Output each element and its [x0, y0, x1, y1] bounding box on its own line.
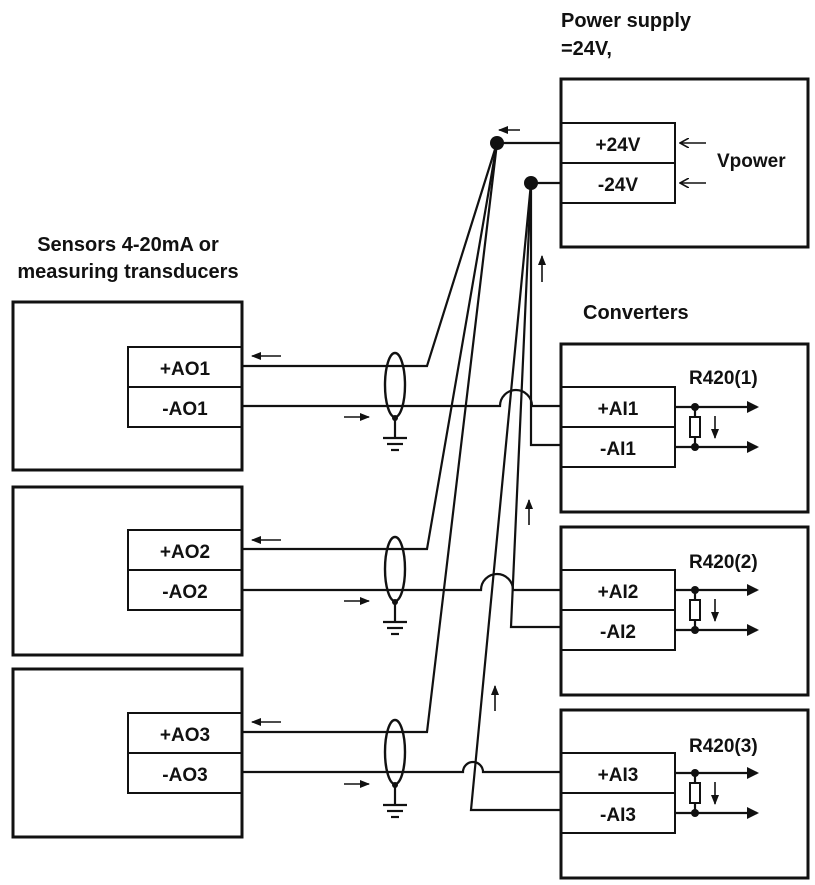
converter-name-r420-1: R420(1): [689, 368, 758, 389]
sensor-1: +AO1 -AO1: [11, 300, 244, 472]
signal-wiring: [242, 388, 561, 774]
wire-ao1-to-ai1: [242, 388, 561, 408]
shunt-resistor-icon: [689, 782, 701, 804]
output-pair-1: [675, 401, 759, 453]
wire-plus-ao1: [242, 142, 499, 368]
output-pair-3: [675, 767, 759, 819]
converters: Converters +AI1 -AI1 R420(1) +AI2 -AI2 R…: [559, 302, 810, 880]
cable-shield: [383, 535, 407, 603]
output-pair-2: [675, 584, 759, 636]
cable-shield: [383, 718, 407, 786]
terminal-plus-ao1: +AO1: [160, 359, 211, 380]
shield-ground-2: [383, 535, 407, 636]
terminal-plus-ao2: +AO2: [160, 542, 210, 563]
terminal-minus-ai2: -AI2: [600, 622, 636, 643]
terminal-plus24v: +24V: [596, 135, 641, 156]
terminal-minus-ao2: -AO2: [162, 582, 207, 603]
terminal-minus-ai1: -AI1: [600, 439, 636, 460]
converter-name-r420-3: R420(3): [689, 736, 758, 757]
terminal-plus-ai1: +AI1: [598, 399, 639, 420]
sensors-title: Sensors 4-20mA or: [37, 234, 219, 256]
wire-ao2-to-ai2: [242, 572, 561, 592]
converter-name-r420-2: R420(2): [689, 552, 758, 573]
converter-outputs: [675, 401, 759, 819]
power-supply: Power supply =24V, +24V -24V Vpower: [559, 10, 810, 249]
terminal-plus-ai3: +AI3: [598, 765, 639, 786]
terminal-minus-ao3: -AO3: [162, 765, 207, 786]
shunt-resistor-icon: [689, 599, 701, 621]
wire-minus-ai2: [509, 182, 561, 629]
converter-1: +AI1 -AI1 R420(1): [559, 342, 810, 514]
shield-ground-3: [383, 718, 407, 819]
cable-shield: [383, 351, 407, 419]
wire-ao3-to-ai3: [242, 760, 561, 774]
sensor-3: +AO3 -AO3: [11, 667, 244, 839]
sensors: Sensors 4-20mA or measuring transducers …: [11, 234, 244, 839]
shield-ground-1: [383, 351, 407, 452]
wire-plus-ao3: [242, 142, 499, 734]
sensor-2: +AO2 -AO2: [11, 485, 244, 657]
current-direction-arrows: [251, 126, 546, 788]
terminal-minus-ao1: -AO1: [162, 399, 208, 420]
vpower-label: Vpower: [717, 151, 786, 172]
wire-plus-ao2: [242, 142, 499, 551]
wire-minus-ai3: [469, 182, 561, 812]
cable-shields: [383, 351, 407, 819]
terminal-minus24v: -24V: [598, 175, 638, 196]
converter-3: +AI3 -AI3 R420(3): [559, 708, 810, 880]
shunt-resistor-icon: [689, 416, 701, 438]
converters-title: Converters: [583, 302, 689, 324]
wire-minus-ai1: [529, 183, 561, 447]
terminal-minus-ai3: -AI3: [600, 805, 636, 826]
positive-supply-wiring: [242, 136, 561, 734]
terminal-plus-ao3: +AO3: [160, 725, 210, 746]
converter-2: +AI2 -AI2 R420(2): [559, 525, 810, 697]
sensors-subtitle: measuring transducers: [17, 261, 238, 283]
terminal-plus-ai2: +AI2: [598, 582, 639, 603]
negative-supply-wiring: [469, 176, 561, 812]
power-supply-voltage: =24V,: [561, 38, 612, 60]
power-supply-title: Power supply: [561, 10, 692, 32]
